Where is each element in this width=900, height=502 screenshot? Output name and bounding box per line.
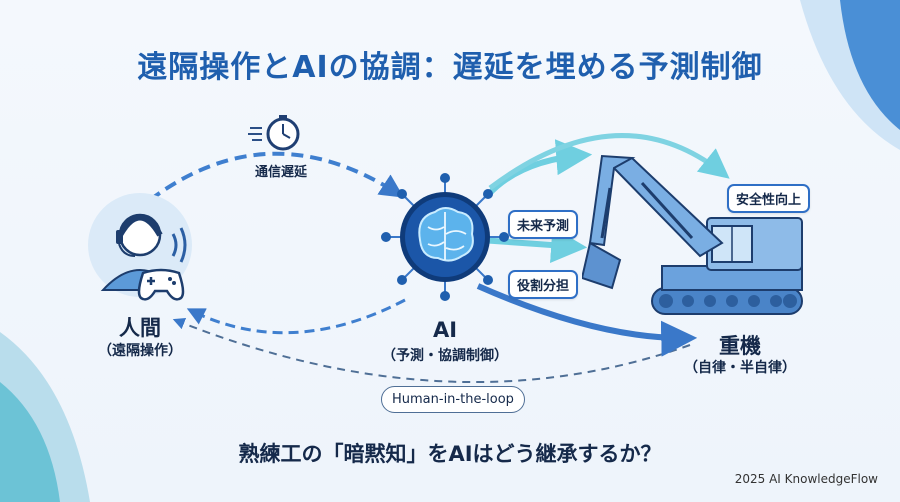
human-in-the-loop-tag: Human-in-the-loop	[381, 386, 525, 413]
safety-tag: 安全性向上	[727, 184, 811, 213]
latency-tag: 通信遅延	[255, 165, 308, 180]
human-sublabel: （遠隔操作）	[98, 343, 182, 359]
arrow-ai-to-machine-upper	[485, 139, 593, 198]
key-question: 熟練工の「暗黙知」をAIはどう継承するか？	[238, 442, 662, 466]
page-title: 遠隔操作とAIの協調：遅延を埋める予測制御	[137, 50, 763, 85]
arrow-ai-to-machine-middle	[479, 227, 588, 263]
arrow-ai-to-machine-lower	[476, 283, 698, 357]
excavator-icon	[582, 154, 803, 315]
future-prediction-tag: 未来予測	[508, 210, 579, 239]
clock-icon	[248, 115, 300, 151]
gamepad-icon	[137, 268, 185, 301]
arrow-to-safety	[488, 133, 730, 190]
arrow-human-to-ai	[148, 151, 405, 202]
ai-sublabel: （予測・協調制御）	[382, 348, 508, 364]
ai-label: AI	[432, 318, 458, 342]
human-label: 人間	[119, 316, 161, 340]
brain-icon	[381, 173, 509, 301]
corner-decoration-bottom-left	[0, 332, 90, 502]
machine-label: 重機	[719, 334, 761, 358]
role-sharing-tag: 役割分担	[508, 270, 579, 299]
footer-credit: 2025 AI KnowledgeFlow	[734, 472, 878, 486]
corner-decoration-top-right	[800, 0, 900, 150]
arrow-loop	[172, 317, 691, 383]
machine-sublabel: （自律・半自律）	[684, 360, 796, 376]
arrow-ai-to-human	[186, 298, 406, 335]
